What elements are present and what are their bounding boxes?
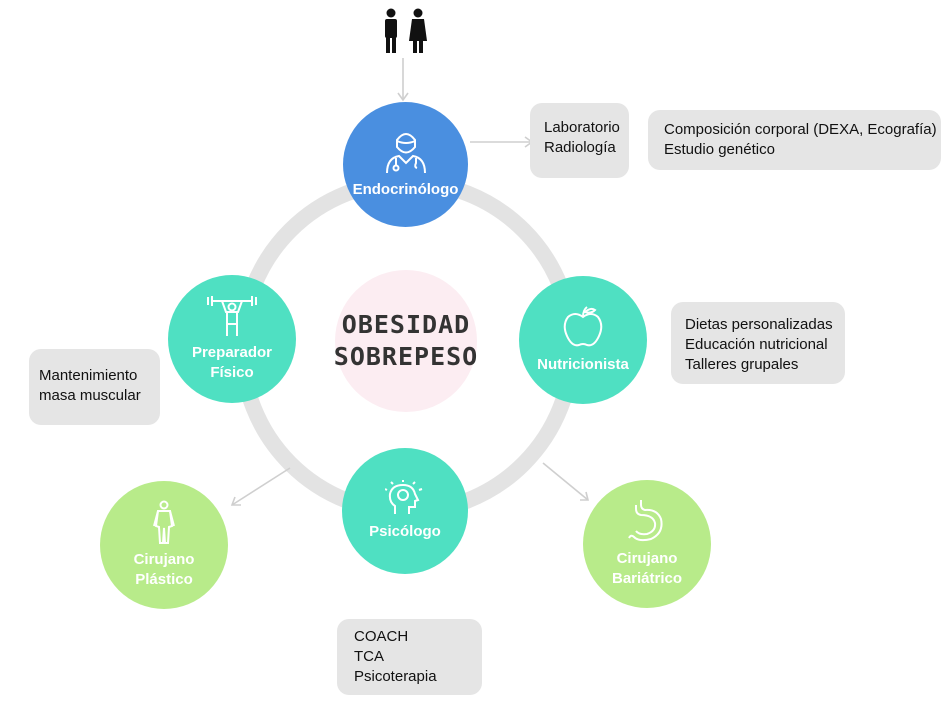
box-preparador: Mantenimiento masa muscular	[29, 349, 160, 425]
node-nutricionista: Nutricionista	[519, 276, 647, 404]
box-nutricion-item: Talleres grupales	[685, 356, 799, 373]
weightlifter-icon	[207, 296, 257, 336]
box-preparador-item: masa muscular	[39, 387, 141, 404]
box-endocrino-tests-item: Laboratorio	[544, 119, 620, 136]
node-preparador-fisico: Preparador Físico	[168, 275, 296, 403]
box-psicologo: COACH TCA Psicoterapia	[337, 619, 482, 695]
box-nutricion: Dietas personalizadas Educación nutricio…	[671, 302, 845, 384]
box-endocrino-tests-item: Radiología	[544, 139, 616, 156]
node-cirujano-bariatrico: Cirujano Bariátrico	[583, 480, 711, 608]
stomach-icon	[628, 500, 663, 542]
node-cirujano-bariatrico-label-1: Cirujano	[616, 550, 678, 567]
node-psicologo: Psicólogo	[342, 448, 468, 574]
arrow-to-cirujano-plastico	[230, 467, 291, 506]
box-endocrino-extra: Composición corporal (DEXA, Ecografía) E…	[648, 110, 941, 170]
box-nutricion-item: Educación nutricional	[685, 336, 828, 353]
box-psicologo-item: COACH	[354, 628, 409, 645]
node-cirujano-plastico-label-1: Cirujano	[133, 551, 195, 568]
doctor-icon	[385, 132, 426, 173]
node-cirujano-plastico-label-2: Plástico	[135, 571, 193, 588]
center-title: OBESIDAD SOBREPESO	[320, 309, 492, 373]
node-preparador-label-1: Preparador	[191, 344, 273, 361]
box-endocrino-extra-item: Composición corporal (DEXA, Ecografía)	[664, 121, 937, 138]
node-cirujano-plastico: Cirujano Plástico	[100, 481, 228, 609]
box-endocrino-tests: Laboratorio Radiología	[530, 103, 629, 178]
box-endocrino-extra-item: Estudio genético	[664, 141, 775, 158]
node-cirujano-bariatrico-label-2: Bariátrico	[611, 570, 683, 587]
apple-icon	[563, 306, 603, 347]
arrow-endocrino-to-lab	[470, 136, 534, 148]
center-title-line1: OBESIDAD	[341, 310, 471, 339]
arrow-to-cirujano-bariatrico	[542, 462, 590, 501]
box-preparador-item: Mantenimiento	[39, 367, 138, 384]
head-brain-icon	[385, 480, 423, 514]
node-nutricionista-label: Nutricionista	[537, 356, 629, 373]
box-psicologo-item: TCA	[354, 648, 384, 665]
center-title-line2: SOBREPESO	[333, 342, 479, 371]
node-endocrinologo-label: Endocrinólogo	[352, 180, 459, 198]
node-psicologo-label: Psicólogo	[369, 523, 441, 540]
node-preparador-label-2: Físico	[210, 364, 254, 381]
box-psicologo-item: Psicoterapia	[354, 668, 437, 685]
box-nutricion-item: Dietas personalizadas	[685, 316, 833, 333]
node-endocrinologo: Endocrinólogo	[343, 102, 468, 227]
body-icon	[153, 500, 175, 544]
center-circle	[335, 270, 477, 412]
man-woman-icon	[385, 8, 427, 53]
arrow-people-to-endocrino	[397, 58, 409, 102]
